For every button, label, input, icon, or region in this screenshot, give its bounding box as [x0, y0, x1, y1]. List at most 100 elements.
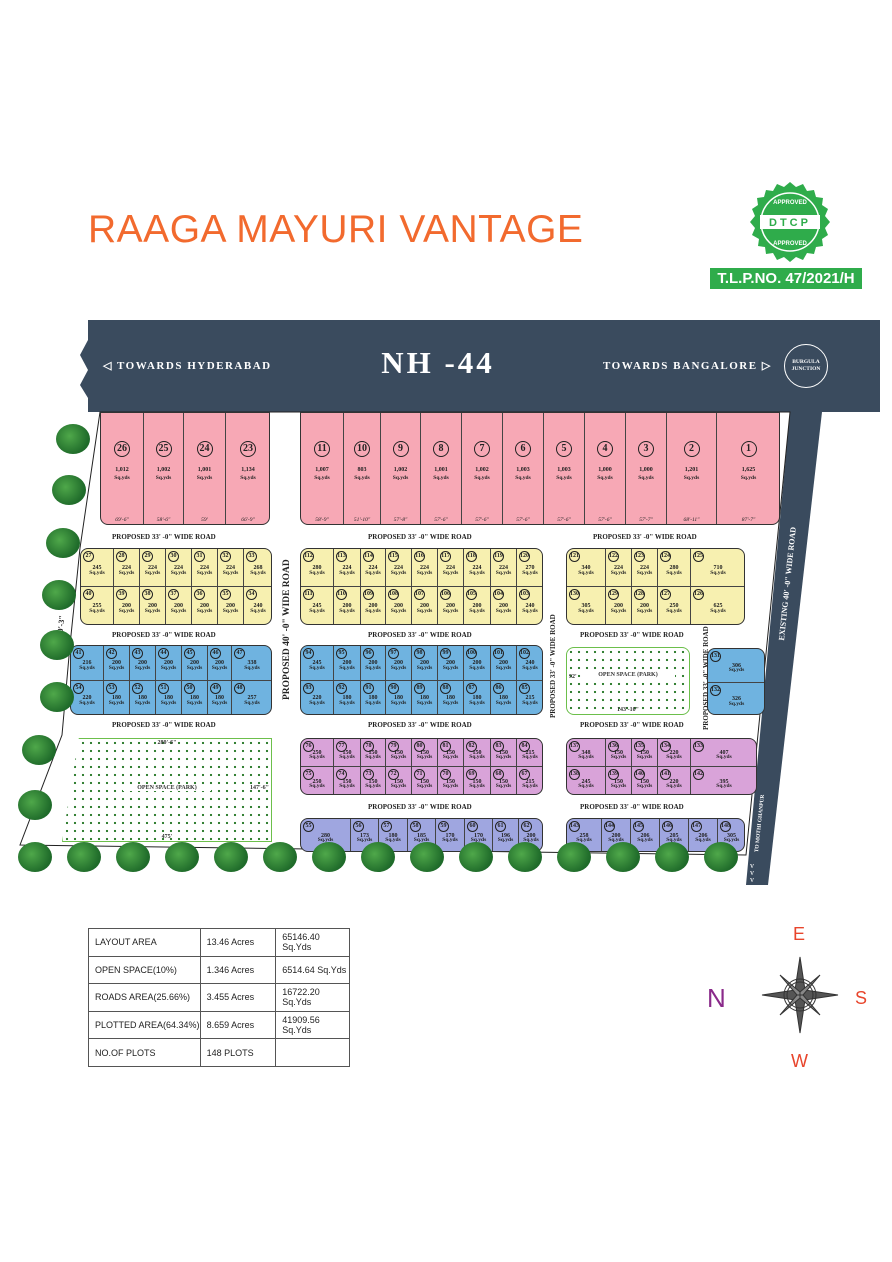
plot[interactable]: 11,625Sq.yds87'-7" [717, 413, 779, 524]
plot[interactable]: 54220Sq.yds [71, 681, 104, 714]
plot[interactable]: 30224Sq.yds [166, 549, 192, 587]
plot[interactable]: 83150Sq.yds [491, 739, 517, 767]
plot[interactable]: 62200Sq.yds [519, 819, 542, 851]
plot[interactable]: 86180Sq.yds [491, 681, 517, 714]
plot[interactable]: 72150Sq.yds [386, 767, 412, 794]
plot[interactable]: 31,000Sq.yds57'-7" [626, 413, 667, 524]
plot[interactable]: 114224Sq.yds [361, 549, 386, 587]
plot[interactable]: 51,003Sq.yds57'-6" [544, 413, 585, 524]
plot[interactable]: 76250Sq.yds [301, 739, 334, 767]
plot[interactable]: 145206Sq.yds [631, 819, 660, 851]
plot[interactable]: 61,003Sq.yds57'-6" [503, 413, 544, 524]
plot[interactable]: 128200Sq.yds [632, 587, 658, 624]
plot[interactable]: 46200Sq.yds [208, 646, 232, 681]
plot[interactable]: 55280Sq.yds [301, 819, 351, 851]
plot[interactable]: 95200Sq.yds [334, 646, 361, 681]
plot[interactable]: 90180Sq.yds [386, 681, 412, 714]
plot[interactable]: 120270Sq.yds [517, 549, 542, 587]
plot[interactable]: 35200Sq.yds [218, 587, 244, 624]
plot[interactable]: 139150Sq.yds [606, 767, 632, 794]
plot[interactable]: 101200Sq.yds [491, 646, 517, 681]
plot[interactable]: 125710Sq.yds [691, 549, 744, 587]
plot[interactable]: 146205Sq.yds [660, 819, 689, 851]
plot[interactable]: 113224Sq.yds [334, 549, 361, 587]
plot[interactable]: 80150Sq.yds [412, 739, 438, 767]
plot[interactable]: 111245Sq.yds [301, 587, 334, 624]
plot[interactable]: 28224Sq.yds [114, 549, 140, 587]
plot[interactable]: 127250Sq.yds [658, 587, 691, 624]
plot[interactable]: 108200Sq.yds [386, 587, 412, 624]
plot[interactable]: 92180Sq.yds [334, 681, 361, 714]
plot[interactable]: 251,002Sq.yds58'-6" [144, 413, 184, 524]
plot[interactable]: 91180Sq.yds [361, 681, 386, 714]
plot[interactable]: 56173Sq.yds [351, 819, 379, 851]
plot[interactable]: 59170Sq.yds [436, 819, 465, 851]
plot[interactable]: 117224Sq.yds [438, 549, 464, 587]
plot[interactable]: 91,002Sq.yds57'-8" [381, 413, 421, 524]
plot[interactable]: 69150Sq.yds [464, 767, 491, 794]
plot[interactable]: 93220Sq.yds [301, 681, 334, 714]
plot[interactable]: 143258Sq.yds [567, 819, 602, 851]
plot[interactable]: 21,201Sq.yds68'-11" [667, 413, 717, 524]
plot[interactable]: 61196Sq.yds [493, 819, 519, 851]
plot[interactable]: 82150Sq.yds [464, 739, 491, 767]
plot[interactable]: 122224Sq.yds [606, 549, 632, 587]
plot[interactable]: 140150Sq.yds [632, 767, 658, 794]
plot[interactable]: 130305Sq.yds [567, 587, 606, 624]
plot[interactable]: 124280Sq.yds [658, 549, 691, 587]
plot[interactable]: 88180Sq.yds [438, 681, 464, 714]
plot[interactable]: 141220Sq.yds [658, 767, 691, 794]
plot[interactable]: 129200Sq.yds [606, 587, 632, 624]
plot[interactable]: 47338Sq.yds [232, 646, 271, 681]
plot[interactable]: 231,134Sq.yds66'-9" [226, 413, 269, 524]
plot[interactable]: 102240Sq.yds [517, 646, 542, 681]
plot[interactable]: 126625Sq.yds [691, 587, 744, 624]
plot[interactable]: 42200Sq.yds [104, 646, 130, 681]
plot[interactable]: 81150Sq.yds [438, 739, 464, 767]
plot[interactable]: 104200Sq.yds [491, 587, 517, 624]
plot[interactable]: 85215Sq.yds [517, 681, 542, 714]
plot[interactable]: 138245Sq.yds [567, 767, 606, 794]
plot[interactable]: 110200Sq.yds [334, 587, 361, 624]
plot[interactable]: 144200Sq.yds [602, 819, 631, 851]
plot[interactable]: 112280Sq.yds [301, 549, 334, 587]
plot[interactable]: 71150Sq.yds [412, 767, 438, 794]
plot[interactable]: 77150Sq.yds [334, 739, 361, 767]
plot[interactable]: 99200Sq.yds [438, 646, 464, 681]
plot[interactable]: 40255Sq.yds [81, 587, 114, 624]
plot[interactable]: 96200Sq.yds [361, 646, 386, 681]
plot[interactable]: 45200Sq.yds [182, 646, 208, 681]
plot[interactable]: 111,007Sq.yds58'-9" [301, 413, 344, 524]
plot[interactable]: 87180Sq.yds [464, 681, 491, 714]
plot[interactable]: 103240Sq.yds [517, 587, 542, 624]
plot[interactable]: 10803Sq.yds51'-10" [344, 413, 381, 524]
plot[interactable]: 100200Sq.yds [464, 646, 491, 681]
plot[interactable]: 133407Sq.yds [691, 739, 756, 767]
plot[interactable]: 31224Sq.yds [192, 549, 218, 587]
plot[interactable]: 142395Sq.yds [691, 767, 756, 794]
plot[interactable]: 43200Sq.yds [130, 646, 156, 681]
plot[interactable]: 48257Sq.yds [232, 681, 271, 714]
plot[interactable]: 84215Sq.yds [517, 739, 542, 767]
plot[interactable]: 39200Sq.yds [114, 587, 140, 624]
plot[interactable]: 107200Sq.yds [412, 587, 438, 624]
plot[interactable]: 37200Sq.yds [166, 587, 192, 624]
plot[interactable]: 118224Sq.yds [464, 549, 491, 587]
plot[interactable]: 27245Sq.yds [81, 549, 114, 587]
plot[interactable]: 123224Sq.yds [632, 549, 658, 587]
plot[interactable]: 115224Sq.yds [386, 549, 412, 587]
plot[interactable]: 147206Sq.yds [689, 819, 718, 851]
plot[interactable]: 89180Sq.yds [412, 681, 438, 714]
plot[interactable]: 134220Sq.yds [658, 739, 691, 767]
plot[interactable]: 44200Sq.yds [156, 646, 182, 681]
plot[interactable]: 94245Sq.yds [301, 646, 334, 681]
plot[interactable]: 97200Sq.yds [386, 646, 412, 681]
plot[interactable]: 71,002Sq.yds57'-6" [462, 413, 503, 524]
plot[interactable]: 135150Sq.yds [632, 739, 658, 767]
plot[interactable]: 52180Sq.yds [130, 681, 156, 714]
plot[interactable]: 75250Sq.yds [301, 767, 334, 794]
plot[interactable]: 98200Sq.yds [412, 646, 438, 681]
plot[interactable]: 106200Sq.yds [438, 587, 464, 624]
plot[interactable]: 136150Sq.yds [606, 739, 632, 767]
plot[interactable]: 73150Sq.yds [361, 767, 386, 794]
